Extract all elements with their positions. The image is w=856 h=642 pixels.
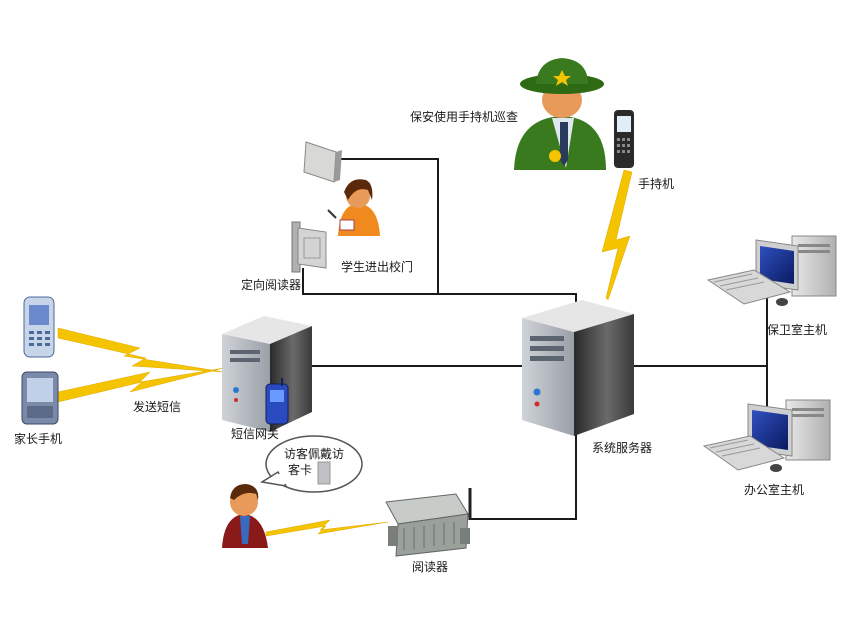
sms-gateway-server-icon [222,316,312,432]
security-guard-icon [514,58,606,170]
lightning-visitor [265,519,389,537]
label-security-host: 保卫室主机 [767,323,828,337]
label-student-gate: 学生进出校门 [341,260,414,274]
system-server-icon [522,300,634,436]
student-icon [327,179,380,236]
lightning-phone-top [57,327,225,373]
label-visitor-card: 访客佩戴访 客卡 [272,446,356,478]
label-office-host: 办公室主机 [744,483,805,497]
label-visitor-card-line1: 访客佩戴访 [283,447,344,461]
line-directional-to-bus [302,268,438,295]
label-send-sms: 发送短信 [133,400,182,414]
line-server-to-reader [470,432,577,520]
visitor-speech-bubble [259,435,363,493]
wall-reader-icon [303,141,342,183]
label-handheld: 手持机 [638,177,675,191]
label-visitor-card-line2: 客卡 [288,463,313,477]
handheld-terminal-icon [614,110,634,168]
office-host-computer-icon [702,399,831,472]
lightning-handheld [601,169,633,301]
label-guard-patrol: 保安使用手持机巡查 [410,110,519,124]
label-sms-gateway: 短信网关 [231,427,280,441]
label-parent-phone: 家长手机 [14,432,63,446]
label-system-server: 系统服务器 [592,441,653,455]
parent-phone-top-icon [23,296,55,358]
visitor-icon [222,484,268,548]
security-host-computer-icon [706,235,837,306]
antenna-reader-icon [385,488,472,557]
wireless-links [57,169,633,537]
label-directional-reader: 定向阅读器 [241,278,302,292]
label-reader: 阅读器 [412,560,449,574]
lightning-phone-bottom [57,367,225,403]
parent-phone-bottom-icon [21,371,59,425]
directional-reader-icon [291,221,327,273]
